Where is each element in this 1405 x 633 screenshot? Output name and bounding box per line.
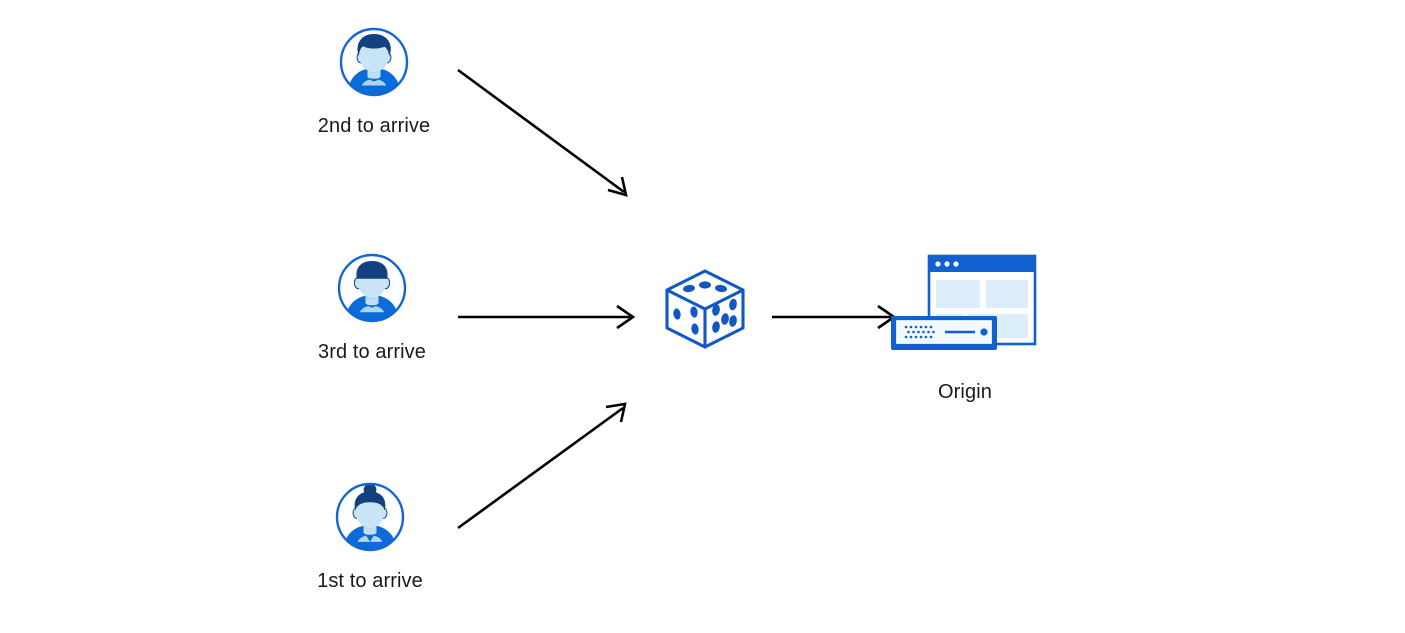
client-node-3rd[interactable]: 3rd to arrive xyxy=(292,250,452,364)
arrow-1st-to-loadbalancer xyxy=(457,402,627,530)
client-label-2nd: 2nd to arrive xyxy=(317,115,431,137)
dice-icon xyxy=(665,269,745,349)
client-node-2nd[interactable]: 2nd to arrive xyxy=(294,24,454,138)
origin-label: Origin xyxy=(938,381,992,403)
client-label-3rd: 3rd to arrive xyxy=(317,341,426,363)
arrow-2nd-to-loadbalancer xyxy=(457,68,628,197)
load-balancer-node[interactable] xyxy=(655,263,755,355)
arrow-loadbalancer-to-origin xyxy=(772,304,897,330)
client-label-1st: 1st to arrive xyxy=(317,570,423,592)
client-node-1st[interactable]: 1st to arrive xyxy=(290,479,450,593)
user-avatar-icon xyxy=(335,482,405,552)
origin-server-icon xyxy=(891,254,1037,350)
user-avatar-icon xyxy=(337,253,407,323)
origin-node[interactable]: Origin xyxy=(885,250,1045,404)
server-device-icon xyxy=(891,316,997,350)
arrow-3rd-to-loadbalancer xyxy=(458,304,636,330)
user-avatar-icon xyxy=(339,27,409,97)
